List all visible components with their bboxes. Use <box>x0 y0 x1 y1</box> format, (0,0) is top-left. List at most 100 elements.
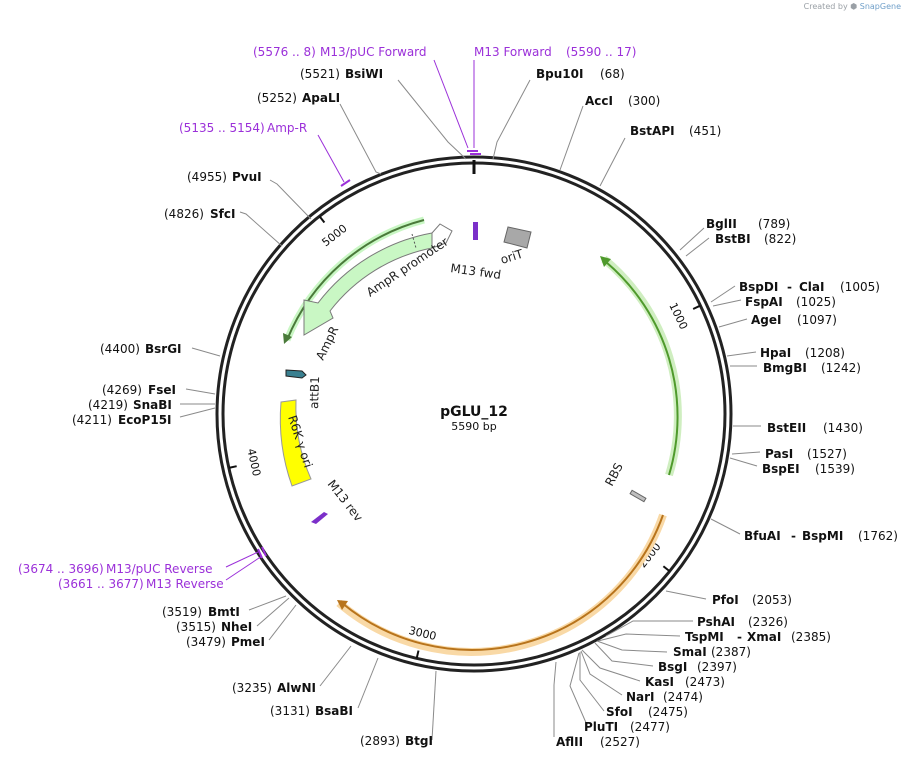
leader-hpai <box>726 351 757 357</box>
feature-label-m13-rev: M13 rev <box>325 477 366 524</box>
site-enz-kasi: KasI <box>645 675 674 689</box>
leader-smai <box>596 640 668 653</box>
primer-range-m13puc-rev: (3674 .. 3696) <box>18 562 104 576</box>
leader-ecop15i <box>179 407 216 418</box>
cut-site-leaders <box>179 79 761 741</box>
site-pos-pmei: (3479) <box>186 635 226 649</box>
leader-bglii <box>679 227 705 251</box>
site-pos-acci: (300) <box>628 94 660 108</box>
site-pos-hpai: (1208) <box>805 346 845 360</box>
plasmid-length: 5590 bp <box>451 420 496 433</box>
site-enz2-bspmi: BspMI <box>802 529 843 543</box>
site-pos-bsiwi: (5521) <box>300 67 340 81</box>
site-enz-sep-bspdi: - <box>787 280 792 294</box>
site-enz-ecop15i: EcoP15I <box>118 413 172 427</box>
ampr-feature-band <box>303 232 433 336</box>
site-enz-pshai: PshAI <box>697 615 735 629</box>
site-enz-nhei: NheI <box>221 620 252 634</box>
site-enz-pasi: PasI <box>765 447 793 461</box>
ampr-outline-arc <box>286 219 425 341</box>
site-pos-bsteii: (1430) <box>823 421 863 435</box>
leader-bfuai <box>710 518 741 535</box>
site-enz-sfci: SfcI <box>210 207 235 221</box>
primer-name-m13puc-fwd: M13/pUC Forward <box>320 45 427 59</box>
leader-pvui <box>269 179 312 220</box>
site-labels: (5521) BsiWI Bpu10I (68) (5252) ApaLI Ac… <box>72 67 898 749</box>
feature-label-m13-fwd: M13 fwd <box>450 261 502 282</box>
leader-kasi <box>581 649 641 682</box>
backbone-outer <box>215 155 733 673</box>
primer-bar-m13puc-rev <box>257 548 263 559</box>
feature-label-ampr: AmpR <box>313 324 341 362</box>
site-enz-alwni: AlwNI <box>277 681 316 695</box>
site-pos-tspmi: (2385) <box>791 630 831 644</box>
site-pos-smai: (2387) <box>711 645 751 659</box>
site-pos-bmgbi: (1242) <box>821 361 861 375</box>
site-pos-snabi: (4219) <box>88 398 128 412</box>
leader-bpu10i <box>492 79 531 160</box>
leader-sfci <box>239 211 283 247</box>
site-pos-sfci: (4826) <box>164 207 204 221</box>
site-pos-bsgi: (2397) <box>697 660 737 674</box>
site-enz-sep-bfuai: - <box>791 529 796 543</box>
primer-range-amp-r: (5135 .. 5154) <box>179 121 265 135</box>
site-enz-aflii: AflII <box>556 735 583 749</box>
leader-bsgi <box>594 642 654 667</box>
leader-btgi <box>431 670 437 741</box>
site-enz-pfoi: PfoI <box>712 593 739 607</box>
site-enz-agei: AgeI <box>751 313 781 327</box>
leader-bsrgi <box>191 347 221 357</box>
site-enz-sep-tspmi: - <box>737 630 742 644</box>
site-enz-sfoi: SfoI <box>606 705 633 719</box>
site-pos-nari: (2474) <box>663 690 703 704</box>
site-pos-pluti: (2477) <box>630 720 670 734</box>
leader-pmei <box>268 604 297 641</box>
primer-labels: (5576 .. 8) M13/pUC Forward M13 Forward … <box>18 45 636 591</box>
leader-aflii <box>553 661 557 737</box>
site-pos-alwni: (3235) <box>232 681 272 695</box>
site-enz-fspai: FspAI <box>745 295 783 309</box>
orf-green-glow <box>601 255 682 477</box>
site-pos-bspei: (1539) <box>815 462 855 476</box>
leader-bstapi <box>599 137 626 187</box>
leader-acci <box>559 105 584 171</box>
site-pos-bsrgi: (4400) <box>100 342 140 356</box>
primer-leader-m13puc-fwd <box>433 59 469 149</box>
rbs-feature <box>629 489 647 503</box>
site-enz-fsei: FseI <box>148 383 176 397</box>
site-enz2-clai: ClaI <box>799 280 824 294</box>
site-pos-bsabi: (3131) <box>270 704 310 718</box>
r6k-ori-feature <box>279 399 312 487</box>
site-pos-pshai: (2326) <box>748 615 788 629</box>
leader-bmti <box>248 595 287 611</box>
site-enz-bfuai: BfuAI <box>744 529 781 543</box>
site-pos-btgi: (2893) <box>360 734 400 748</box>
site-pos-bstapi: (451) <box>689 124 721 138</box>
primer-range-m13puc-fwd: (5576 .. 8) <box>253 45 316 59</box>
orf-orange-arrowhead <box>337 600 348 610</box>
site-pos-fspai: (1025) <box>796 295 836 309</box>
site-pos-bspdi: (1005) <box>840 280 880 294</box>
site-enz-tspmi: TspMI <box>685 630 724 644</box>
site-enz-hpai: HpaI <box>760 346 791 360</box>
site-pos-fsei: (4269) <box>102 383 142 397</box>
tick-5000 <box>318 215 326 224</box>
leader-bspei <box>729 457 758 467</box>
leader-bspdi <box>710 285 736 303</box>
feature-label-attb1: attB1 <box>307 376 322 409</box>
site-enz-pvui: PvuI <box>232 170 262 184</box>
tick-label-1000: 1000 <box>666 301 690 332</box>
site-enz-bstbi: BstBI <box>715 232 751 246</box>
primer-bar-m13-rev <box>261 546 267 557</box>
leader-nhei <box>256 597 290 627</box>
primer-bar-amp-r <box>340 179 351 187</box>
features <box>279 216 682 656</box>
site-pos-apali: (5252) <box>257 91 297 105</box>
tick-1000 <box>692 304 701 310</box>
leader-pasi <box>731 451 761 455</box>
site-pos-bglii: (789) <box>758 217 790 231</box>
site-enz2-xmai: XmaI <box>747 630 781 644</box>
feature-label-rbs: RBS <box>602 461 626 489</box>
primer-leader-amp-r <box>317 134 345 183</box>
